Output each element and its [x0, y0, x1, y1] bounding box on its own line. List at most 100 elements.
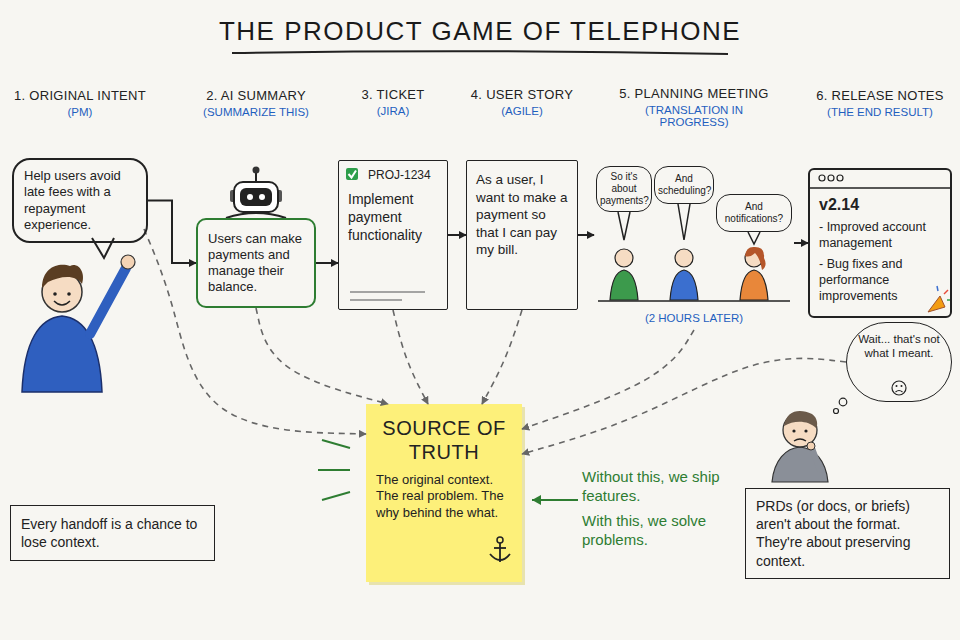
node-body: Every handoff is a chance to lose contex…	[21, 515, 204, 551]
robot-icon	[259, 194, 265, 200]
confetti-icon	[928, 296, 945, 312]
node-text: Every handoff is a chance to lose contex…	[21, 515, 204, 551]
title-underline	[232, 51, 728, 54]
confused-person	[839, 398, 847, 406]
meeting-people	[675, 249, 693, 267]
node-body: As a user, I want to make a payment so t…	[476, 171, 568, 259]
column-header: 4. USER STORY (AGILE)	[447, 87, 597, 117]
dashed-connector	[144, 229, 366, 434]
sad-face	[892, 381, 906, 395]
column-header: 2. AI SUMMARY (SUMMARIZE THIS)	[176, 88, 336, 118]
step-subtitle: (THE END RESULT)	[805, 106, 955, 118]
step-title: 6. RELEASE NOTES	[805, 88, 955, 103]
robot-icon	[226, 167, 286, 219]
dashed-connector	[522, 358, 846, 454]
emphasis-ticks	[322, 440, 350, 448]
bubble-tails	[678, 204, 690, 240]
node-body: v2.14- Improved account management- Bug …	[819, 196, 932, 304]
step-subtitle: (SUMMARIZE THIS)	[176, 106, 336, 118]
flow-arrow	[578, 234, 594, 236]
node-body: And notifications?	[720, 201, 788, 225]
node-body: PROJ-1234Implement payment functionality	[348, 168, 438, 245]
pm-person	[67, 292, 71, 296]
summary-box: 2. AI SUMMARY(SUMMARIZE THIS)Users can m…	[196, 218, 316, 308]
speech-tail	[92, 238, 114, 258]
meeting-people	[740, 270, 768, 300]
callout-note: Without this, we ship features.	[582, 468, 732, 506]
confused-person	[792, 429, 795, 432]
meeting-people	[615, 249, 633, 267]
meeting-people	[670, 270, 698, 300]
sad-face	[896, 391, 903, 393]
node-body: So it's about payments?	[600, 171, 648, 207]
node-text: Implement payment functionality	[348, 190, 438, 245]
confetti-icon	[937, 286, 938, 291]
robot-icon	[234, 182, 278, 212]
dashed-connector	[522, 330, 694, 429]
ticket-card: 3. TICKET(JIRA)PROJ-1234Implement paymen…	[338, 160, 448, 310]
speech-tail	[92, 238, 114, 258]
ticket-lines	[350, 291, 425, 293]
release-window: 6. RELEASE NOTES(THE END RESULT)v2.14- I…	[808, 168, 952, 318]
step-title: 4. USER STORY	[447, 87, 597, 102]
step-subtitle: (AGILE)	[447, 105, 597, 117]
column-header: 5. PLANNING MEETING(TRANSLATION IN PROGR…	[619, 86, 769, 128]
step-title: 2. AI SUMMARY	[176, 88, 336, 103]
sticky-note	[366, 404, 522, 582]
ticket-check-icon	[346, 168, 358, 180]
robot-icon	[240, 188, 272, 206]
flow-arrow	[316, 262, 338, 264]
anchor-icon	[497, 537, 503, 543]
confused-person	[812, 448, 820, 470]
anchor-icon	[490, 554, 510, 560]
note-box: Every handoff is a chance to lose contex…	[10, 505, 215, 561]
sticky-note: SOURCE OF TRUTHThe original context. The…	[366, 404, 522, 582]
node-text: So it's about payments?	[600, 171, 648, 207]
node-text: (2 HOURS LATER)	[594, 312, 794, 324]
meeting-people	[745, 247, 766, 270]
robot-icon	[253, 167, 260, 174]
window-chrome	[828, 175, 834, 181]
speech-bubble: So it's about payments?	[596, 166, 652, 212]
bubble-tails	[748, 232, 760, 244]
node-body: And scheduling?	[658, 173, 710, 197]
node-body: PRDs (or docs, or briefs) aren't about t…	[756, 497, 939, 570]
window-chrome	[819, 175, 825, 181]
node-text: SOURCE OF TRUTH	[376, 416, 512, 464]
sad-face	[892, 381, 906, 395]
story-card: 4. USER STORY(AGILE)As a user, I want to…	[466, 160, 578, 310]
diagram-title: THE PRODUCT GAME OF TELEPHONE	[0, 16, 960, 47]
node-text: Help users avoid late fees with a repaym…	[24, 168, 136, 233]
node-body: SOURCE OF TRUTHThe original context. The…	[376, 416, 512, 521]
sad-face	[901, 385, 903, 387]
node-body: Help users avoid late fees with a repaym…	[24, 168, 136, 233]
window-chrome	[837, 175, 843, 181]
emphasis-ticks	[318, 469, 350, 471]
meeting-people	[598, 247, 790, 301]
pm-person	[121, 255, 135, 269]
ticket-check-icon	[346, 168, 358, 180]
flow-arrow	[148, 201, 196, 264]
confused-person	[784, 411, 817, 428]
node-body: (2 HOURS LATER)	[594, 312, 794, 324]
confused-person	[804, 429, 807, 432]
node-body: Users can make payments and manage their…	[208, 231, 304, 296]
dashed-connector	[393, 310, 428, 404]
flow-arrow	[794, 242, 808, 244]
step-title: 3. TICKET	[323, 87, 463, 102]
sad-face	[896, 385, 898, 387]
confused-person	[772, 447, 828, 482]
callout-arrow	[532, 495, 578, 505]
meeting-group: 5. PLANNING MEETING(TRANSLATION IN PROGR…	[594, 160, 794, 330]
meeting-people	[598, 300, 790, 302]
title-underline	[232, 51, 728, 54]
node-text: And scheduling?	[658, 173, 710, 197]
step-subtitle: (TRANSLATION IN PROGRESS)	[619, 104, 769, 128]
window-chrome	[808, 175, 952, 188]
pm-person	[42, 265, 83, 288]
speech-bubble: And notifications?	[716, 194, 792, 232]
node-text: v2.14	[819, 196, 932, 214]
dashed-connector	[256, 308, 388, 404]
confused-person	[772, 398, 847, 482]
